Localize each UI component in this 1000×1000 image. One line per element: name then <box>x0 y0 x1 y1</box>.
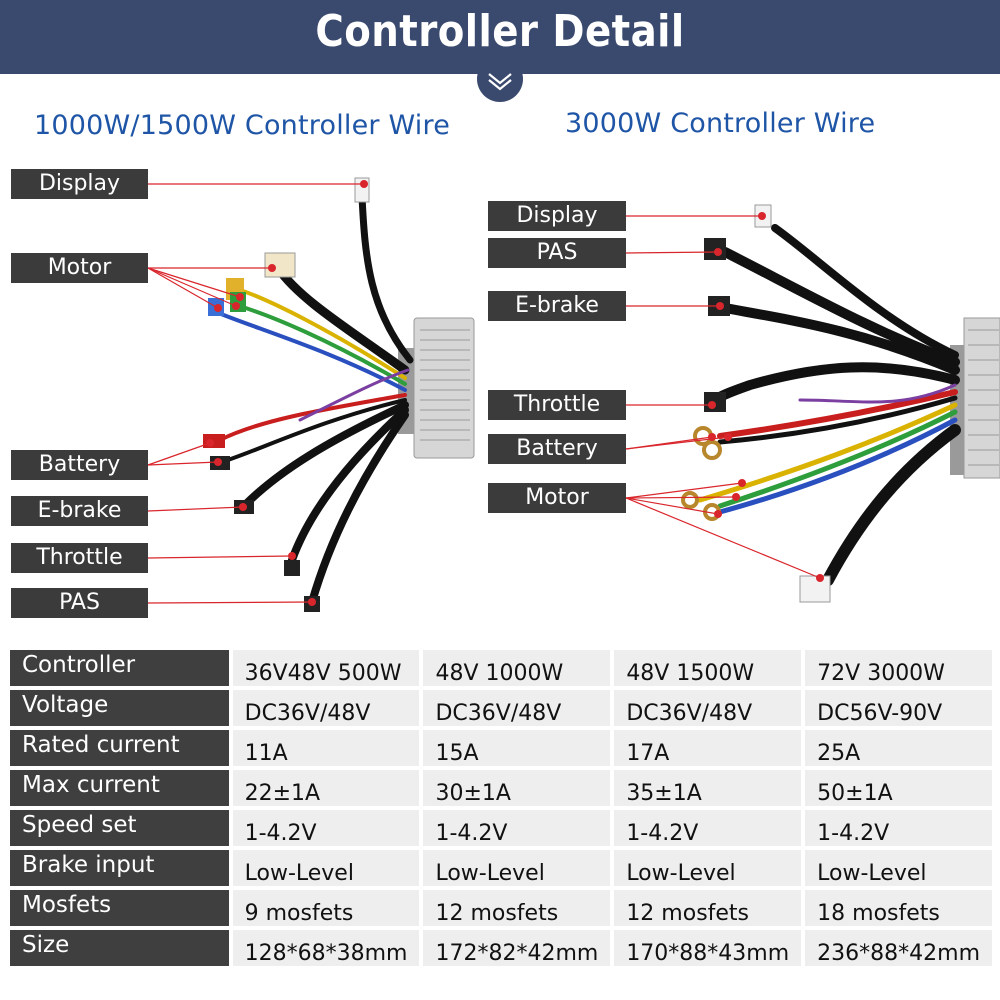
right-controller-body <box>950 317 1000 479</box>
table-cell: DC36V/48V <box>614 690 802 726</box>
left-label-throttle: Throttle <box>11 543 148 573</box>
table-cell: 172*82*42mm <box>423 930 611 966</box>
right-label-pas: PAS <box>488 238 626 268</box>
left-label-display: Display <box>11 169 148 199</box>
table-row: Size 128*68*38mm 172*82*42mm 170*88*43mm… <box>10 930 992 966</box>
table-cell: 22±1A <box>232 770 420 806</box>
row-header: Mosfets <box>10 890 229 926</box>
table-cell: Low-Level <box>805 850 992 886</box>
table-cell: 1-4.2V <box>805 810 992 846</box>
table-cell: Low-Level <box>614 850 802 886</box>
left-controller-body <box>398 317 475 459</box>
table-row: Controller 36V48V 500W 48V 1000W 48V 150… <box>10 650 992 686</box>
left-label-e-brake: E-brake <box>11 496 148 526</box>
row-header: Voltage <box>10 690 229 726</box>
table-cell: 11A <box>232 730 420 766</box>
table-cell: 12 mosfets <box>614 890 802 926</box>
row-header: Brake input <box>10 850 229 886</box>
table-cell: 1-4.2V <box>614 810 802 846</box>
row-header: Max current <box>10 770 229 806</box>
left-label-pas: PAS <box>11 588 148 618</box>
table-cell: DC56V-90V <box>805 690 992 726</box>
table-cell: 170*88*43mm <box>614 930 802 966</box>
left-label-motor: Motor <box>11 253 148 283</box>
table-row: Brake input Low-Level Low-Level Low-Leve… <box>10 850 992 886</box>
table-row: Mosfets 9 mosfets 12 mosfets 12 mosfets … <box>10 890 992 926</box>
left-section-title: 1000W/1500W Controller Wire <box>34 110 451 141</box>
right-label-throttle: Throttle <box>488 390 626 420</box>
page-title: Controller Detail <box>315 6 685 57</box>
table-cell: 48V 1500W <box>614 650 802 686</box>
row-header: Rated current <box>10 730 229 766</box>
table-row: Speed set 1-4.2V 1-4.2V 1-4.2V 1-4.2V <box>10 810 992 846</box>
table-cell: 25A <box>805 730 992 766</box>
table-cell: 12 mosfets <box>423 890 611 926</box>
table-cell: 50±1A <box>805 770 992 806</box>
row-header: Controller <box>10 650 229 686</box>
table-cell: 30±1A <box>423 770 611 806</box>
table-cell: DC36V/48V <box>423 690 611 726</box>
right-label-battery: Battery <box>488 434 626 464</box>
controller-wiring-illustration <box>147 177 1000 612</box>
table-row: Rated current 11A 15A 17A 25A <box>10 730 992 766</box>
spec-table: Controller 36V48V 500W 48V 1000W 48V 150… <box>6 646 996 970</box>
table-row: Voltage DC36V/48V DC36V/48V DC36V/48V DC… <box>10 690 992 726</box>
left-label-battery: Battery <box>11 450 148 480</box>
table-cell: 1-4.2V <box>232 810 420 846</box>
table-cell: 36V48V 500W <box>232 650 420 686</box>
table-cell: 128*68*38mm <box>232 930 420 966</box>
chevron-down-icon <box>477 56 523 102</box>
table-cell: 17A <box>614 730 802 766</box>
table-cell: Low-Level <box>232 850 420 886</box>
row-header: Speed set <box>10 810 229 846</box>
table-cell: DC36V/48V <box>232 690 420 726</box>
table-cell: 72V 3000W <box>805 650 992 686</box>
table-cell: 48V 1000W <box>423 650 611 686</box>
table-cell: 35±1A <box>614 770 802 806</box>
right-label-display: Display <box>488 201 626 231</box>
table-row: Max current 22±1A 30±1A 35±1A 50±1A <box>10 770 992 806</box>
right-label-motor: Motor <box>488 483 626 513</box>
right-section-title: 3000W Controller Wire <box>565 108 876 139</box>
table-cell: 236*88*42mm <box>805 930 992 966</box>
table-cell: 1-4.2V <box>423 810 611 846</box>
table-cell: 15A <box>423 730 611 766</box>
table-cell: 18 mosfets <box>805 890 992 926</box>
table-cell: 9 mosfets <box>232 890 420 926</box>
right-label-e-brake: E-brake <box>488 291 626 321</box>
row-header: Size <box>10 930 229 966</box>
table-cell: Low-Level <box>423 850 611 886</box>
